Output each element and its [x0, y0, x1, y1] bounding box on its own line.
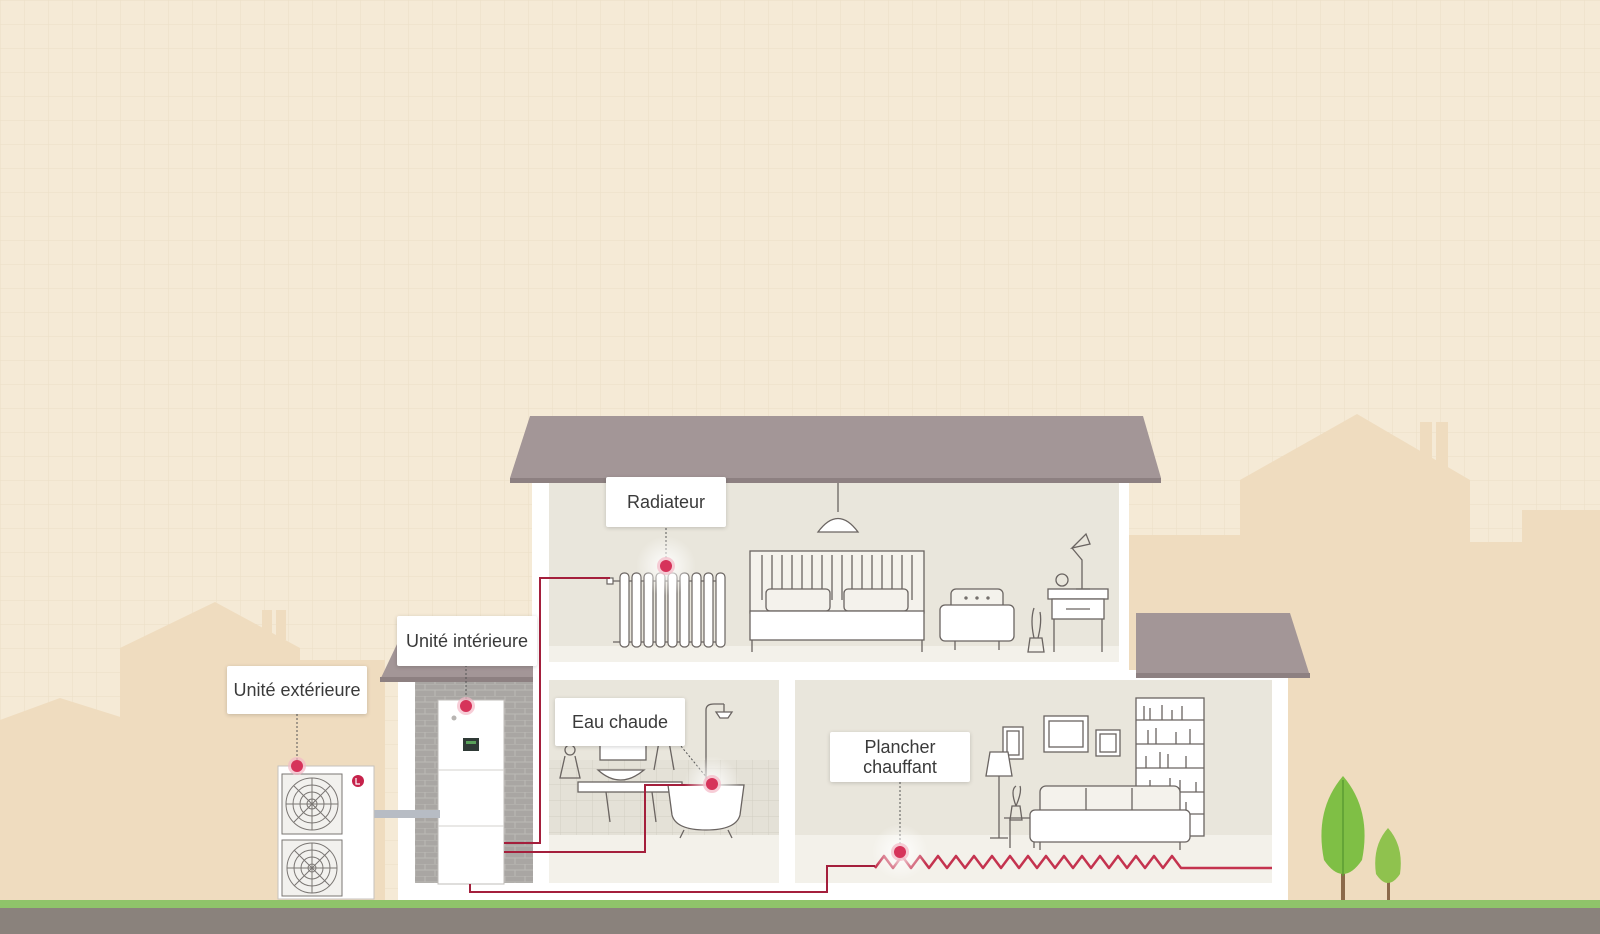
markers: [288, 528, 928, 880]
fan-icon: [281, 773, 343, 835]
bedroom-furniture: [749, 483, 1109, 653]
ground-strip: [0, 908, 1600, 934]
label-plancher-chauffant: Plancher chauffant: [830, 732, 970, 782]
indoor-unit: [437, 699, 505, 885]
grass-strip: [0, 900, 1600, 908]
label-unite-interieure: Unité intérieure: [397, 616, 537, 666]
heated-floor-coil: [874, 854, 1272, 870]
lg-logo-icon: [352, 775, 364, 787]
right-roof: [1136, 613, 1310, 676]
living-room-furniture: [985, 697, 1205, 850]
outdoor-unit: [277, 765, 440, 900]
pipes: [469, 577, 875, 893]
main-roof: [510, 416, 1161, 478]
label-unite-exterieure: Unité extérieure: [227, 666, 367, 714]
label-radiateur: Radiateur: [606, 477, 726, 527]
tree-icon: [1321, 776, 1401, 900]
label-eau-chaude: Eau chaude: [555, 698, 685, 746]
